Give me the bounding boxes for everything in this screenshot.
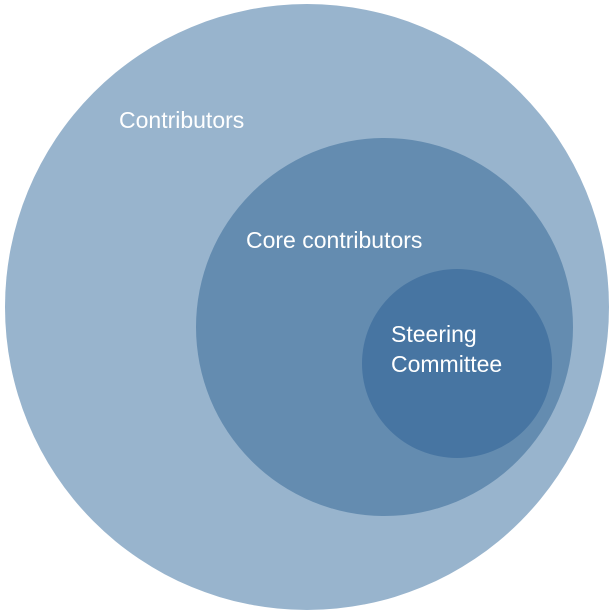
steering-committee-circle — [362, 269, 552, 458]
core-contributors-label: Core contributors — [246, 227, 423, 253]
contributors-label: Contributors — [119, 107, 245, 133]
steering-committee-label: Steering Committee — [391, 321, 503, 377]
